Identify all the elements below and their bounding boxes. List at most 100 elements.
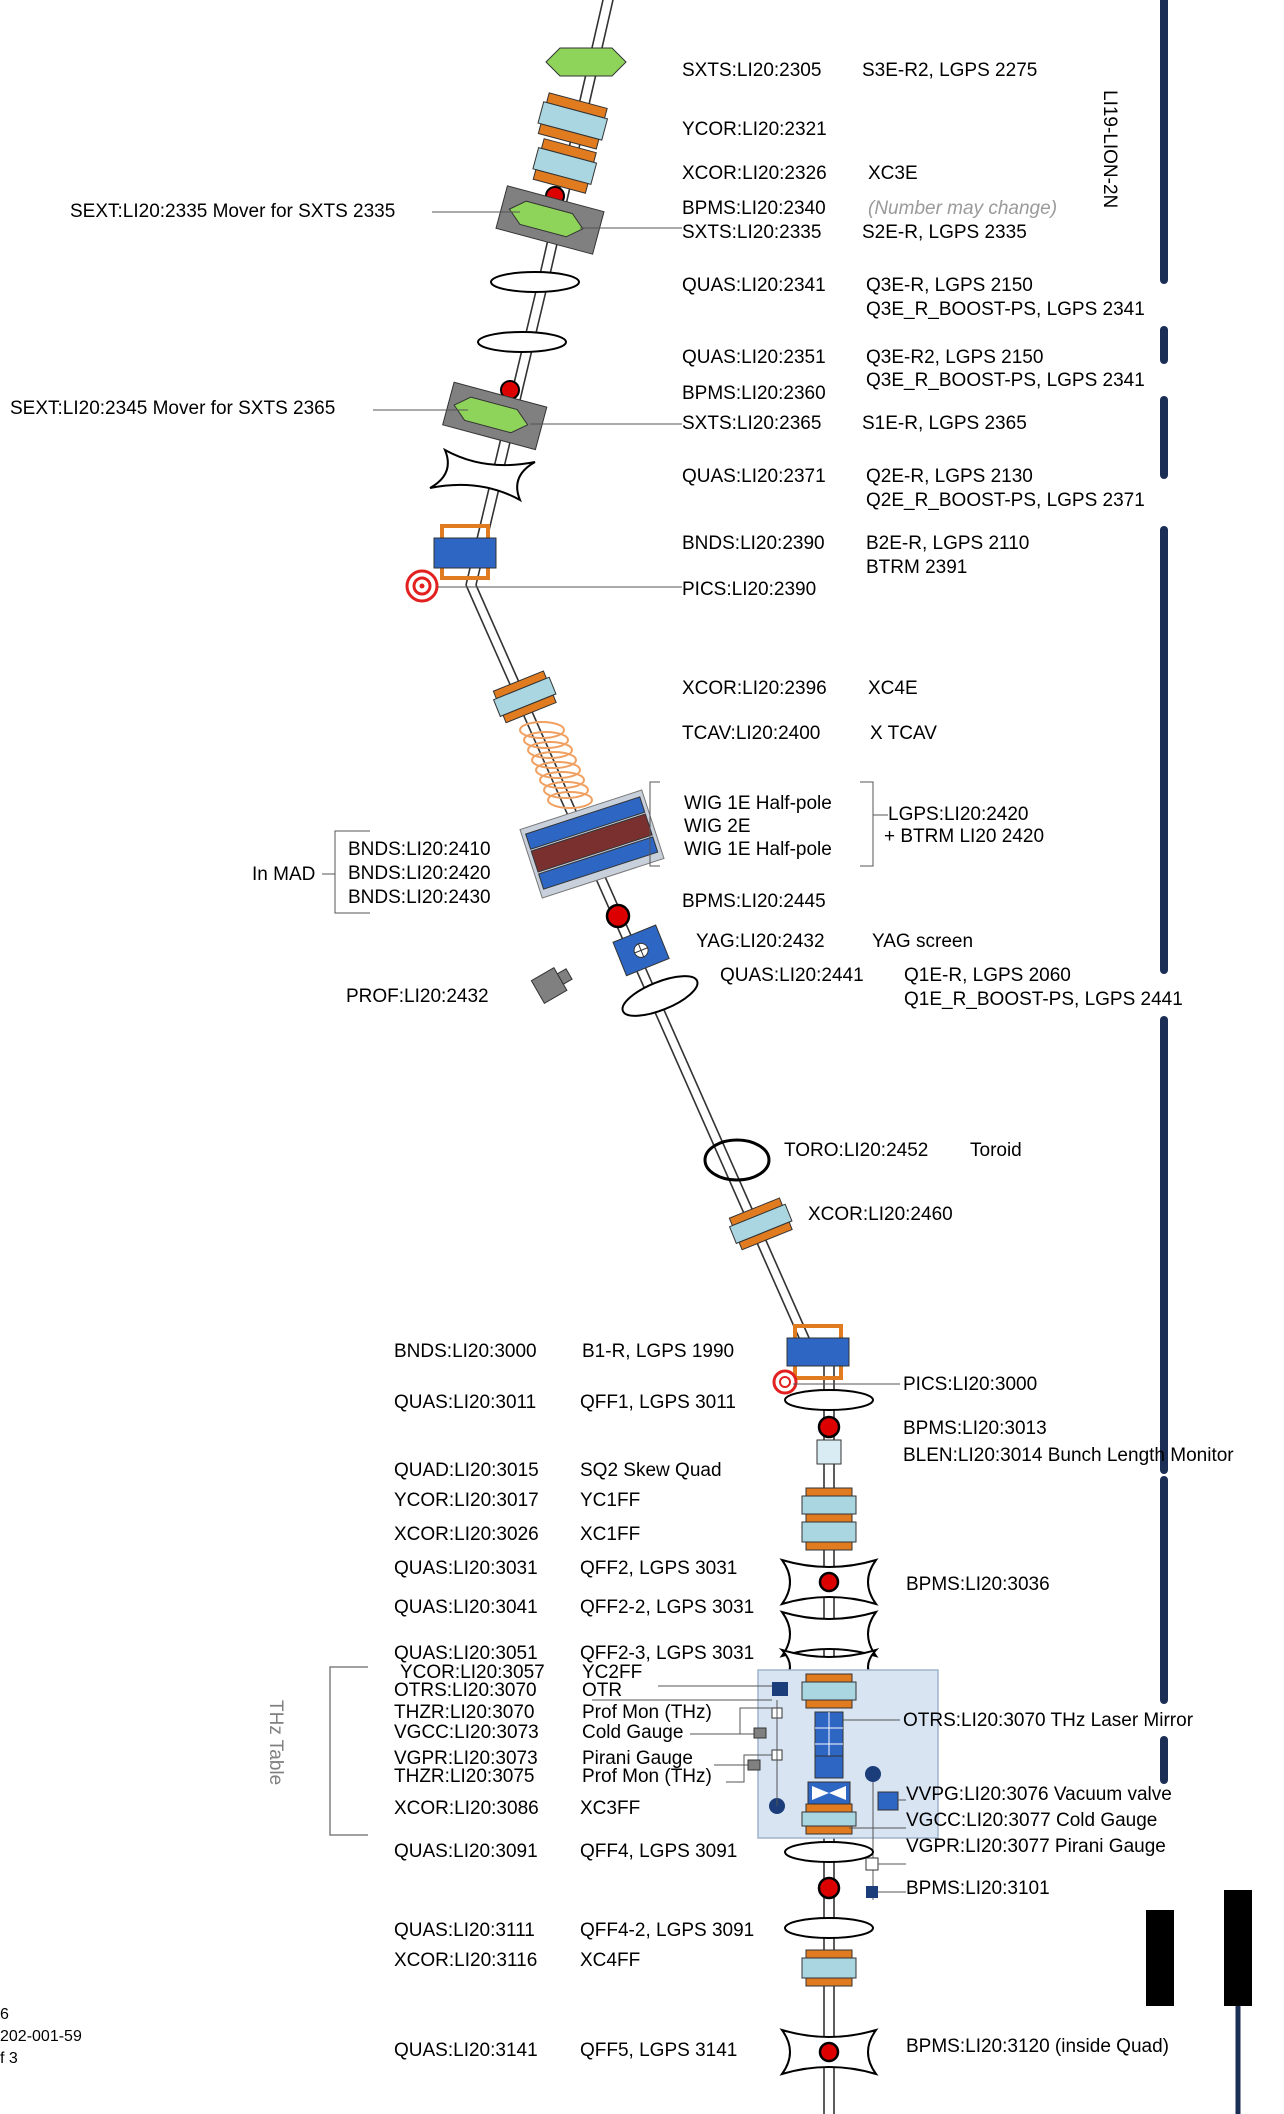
label-bnds2430: BNDS:LI20:2430 — [348, 887, 491, 908]
desc-thzr3075: Prof Mon (THz) — [582, 1766, 712, 1787]
desc-xcor2396: XC4E — [868, 678, 918, 699]
callout-lines — [322, 211, 906, 1893]
label-wig3: WIG 1E Half-pole — [684, 839, 832, 860]
label-xcor3086: XCOR:LI20:3086 — [394, 1798, 539, 1819]
label-xcor3026: XCOR:LI20:3026 — [394, 1524, 539, 1545]
desc-xcor3086: XC3FF — [580, 1798, 641, 1819]
label-quas2441: QUAS:LI20:2441 — [720, 965, 864, 986]
desc-quas2351a: Q3E-R2, LGPS 2150 — [866, 347, 1044, 368]
label-ycor2321: YCOR:LI20:2321 — [682, 119, 827, 140]
edge-text-3: f 3 — [0, 2050, 18, 2067]
label-ycor3057: YCOR:LI20:3057 — [400, 1662, 545, 1683]
label-quas3011: QUAS:LI20:3011 — [394, 1392, 537, 1413]
desc-bnds3000: B1-R, LGPS 1990 — [582, 1341, 735, 1362]
cable-block-1 — [1146, 1910, 1174, 2006]
label-quas2341: QUAS:LI20:2341 — [682, 275, 826, 296]
desc-toro2452: Toroid — [970, 1140, 1022, 1161]
label-inmad: In MAD — [252, 864, 316, 885]
desc-xcor3116: XC4FF — [580, 1950, 641, 1971]
vacuum-port-right-icon — [865, 1766, 881, 1782]
bend-3000-icon — [786, 1324, 850, 1380]
pics-2390-icon — [405, 569, 439, 603]
label-wig2: WIG 2E — [684, 816, 751, 837]
quad-3011-icon — [784, 1389, 874, 1411]
desc-sxts2305: S3E-R2, LGPS 2275 — [862, 60, 1038, 81]
label-bnds2390: BNDS:LI20:2390 — [682, 533, 825, 554]
vvpg-3076-icon — [877, 1791, 899, 1811]
gauge-3073-icon — [753, 1727, 767, 1739]
label-btrm2420: + BTRM LI20 2420 — [884, 826, 1045, 847]
desc-sxts2335: S2E-R, LGPS 2335 — [862, 222, 1027, 243]
sextupole-2305-icon — [545, 47, 627, 77]
blen-3014-icon — [816, 1439, 842, 1465]
desc-quad3015: SQ2 Skew Quad — [580, 1460, 722, 1481]
label-bpms2445: BPMS:LI20:2445 — [682, 891, 826, 912]
label-sxts2305: SXTS:LI20:2305 — [682, 60, 822, 81]
desc-yag2432: YAG screen — [872, 931, 974, 952]
lion-label: LI19-LION-2N — [1099, 90, 1120, 209]
desc-otrs3070: OTR — [582, 1680, 623, 1701]
vgpr-3077-icon — [866, 1886, 878, 1898]
label-prof2432: PROF:LI20:2432 — [346, 986, 489, 1007]
quad-3111-icon — [784, 1917, 874, 1939]
label-thzr3070: THZR:LI20:3070 — [394, 1702, 535, 1723]
label-lgps2420: LGPS:LI20:2420 — [888, 804, 1029, 825]
wiggler-icon — [519, 789, 665, 899]
label-bpms2360: BPMS:LI20:2360 — [682, 383, 826, 404]
valve-3076-icon — [807, 1781, 851, 1805]
xcor-3086-icon — [801, 1803, 857, 1835]
label-quas3051: QUAS:LI20:3051 — [394, 1643, 538, 1664]
prof-camera-icon — [530, 967, 573, 1004]
thz-table-label: THz Table — [265, 1700, 286, 1786]
desc-sxts2365: S1E-R, LGPS 2365 — [862, 413, 1027, 434]
label-quas3091: QUAS:LI20:3091 — [394, 1841, 538, 1862]
yag-screen-icon — [612, 924, 670, 977]
quad-3091-icon — [784, 1841, 874, 1863]
label-tcav2400: TCAV:LI20:2400 — [682, 723, 821, 744]
label-pics3000: PICS:LI20:3000 — [903, 1374, 1038, 1395]
vgcc-3077-icon — [865, 1857, 879, 1871]
ycor-2321-icon — [537, 92, 609, 150]
label-quas3041: QUAS:LI20:3041 — [394, 1597, 538, 1618]
label-xcor2326: XCOR:LI20:2326 — [682, 163, 827, 184]
quad-2441-icon — [621, 975, 699, 1017]
label-bpms3013: BPMS:LI20:3013 — [903, 1418, 1047, 1439]
desc-quas2371a: Q2E-R, LGPS 2130 — [866, 466, 1033, 487]
label-quas2351: QUAS:LI20:2351 — [682, 347, 826, 368]
xcor-2396-icon — [492, 670, 557, 724]
skew-quad-3015-icon — [801, 1487, 857, 1515]
bpm-3101-icon — [817, 1876, 841, 1900]
edge-text-1: 6 — [0, 2006, 9, 2023]
label-blen3014: BLEN:LI20:3014 Bunch Length Monitor — [903, 1445, 1234, 1466]
desc-thzr3070: Prof Mon (THz) — [582, 1702, 712, 1723]
thz-prof-mon-2-icon — [814, 1755, 844, 1779]
label-otrs3070: OTRS:LI20:3070 — [394, 1680, 537, 1701]
label-quas3111: QUAS:LI20:3111 — [394, 1920, 535, 1941]
sext-mover-2365-icon — [442, 381, 548, 451]
label-vgpr3077: VGPR:LI20:3077 Pirani Gauge — [906, 1836, 1166, 1857]
label-xcor3116: XCOR:LI20:3116 — [394, 1950, 538, 1971]
desc-ycor3017: YC1FF — [580, 1490, 641, 1511]
desc-ycor3057: YC2FF — [582, 1662, 643, 1683]
label-sxts2335: SXTS:LI20:2335 — [682, 222, 822, 243]
bpm-3013-icon — [817, 1415, 841, 1439]
desc-vgcc3073: Cold Gauge — [582, 1722, 684, 1743]
label-sxts2365: SXTS:LI20:2365 — [682, 413, 822, 434]
bpm-3120-icon — [818, 2041, 840, 2063]
label-thzr3075: THZR:LI20:3075 — [394, 1766, 535, 1787]
label-sext2335: SEXT:LI20:2335 Mover for SXTS 2335 — [70, 201, 396, 222]
xcor-2460-icon — [728, 1197, 793, 1251]
label-quas2371: QUAS:LI20:2371 — [682, 466, 826, 487]
desc-quas3141: QFF5, LGPS 3141 — [580, 2040, 738, 2061]
desc-quas3091: QFF4, LGPS 3091 — [580, 1841, 738, 1862]
label-toro2452: TORO:LI20:2452 — [784, 1140, 929, 1161]
quad-3041-icon — [779, 1610, 879, 1658]
label-ycor3017: YCOR:LI20:3017 — [394, 1490, 539, 1511]
quad-2371-icon — [429, 447, 536, 503]
label-vvpg3076: VVPG:LI20:3076 Vacuum valve — [906, 1784, 1172, 1805]
label-quas3141: QUAS:LI20:3141 — [394, 2040, 538, 2061]
xcor-3116-icon — [801, 1949, 857, 1987]
label-bpms3101: BPMS:LI20:3101 — [906, 1878, 1050, 1899]
desc-quas3051: QFF2-3, LGPS 3031 — [580, 1643, 755, 1664]
